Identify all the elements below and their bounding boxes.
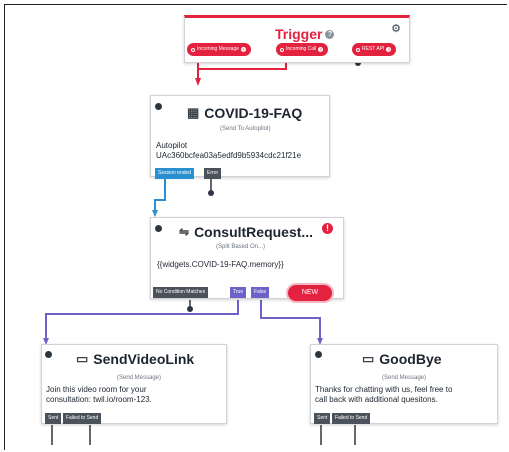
sendvideo-body: Join this video room for your consultati… xyxy=(46,385,152,405)
message-icon: ▭ xyxy=(362,351,375,366)
settings-icon[interactable]: ⚙ xyxy=(391,23,401,35)
input-port[interactable] xyxy=(155,225,162,232)
chip-false[interactable]: False xyxy=(251,287,270,298)
help-icon[interactable]: ? xyxy=(325,29,335,39)
goodbye-body-line: Thanks for chatting with us, feel free t… xyxy=(315,385,453,394)
goodbye-title-text: GoodBye xyxy=(379,351,442,367)
covid-title-text: COVID-19-FAQ xyxy=(204,105,303,121)
goodbye-title: ▭ GoodBye xyxy=(362,351,442,367)
input-port[interactable] xyxy=(155,103,162,110)
goodbye-subtitle: (Send Message) xyxy=(382,375,427,381)
input-port[interactable] xyxy=(315,351,322,358)
error-port[interactable] xyxy=(208,190,214,196)
covid-subtitle: (Send To Autopilot) xyxy=(220,126,271,132)
chip-failed-to-send[interactable]: Failed to Send xyxy=(332,413,371,424)
sendvideo-body-line: consultation: twil.io/room-123. xyxy=(46,395,152,404)
consult-subtitle: (Split Based On...) xyxy=(216,244,266,250)
goodbye-widget[interactable]: ▭ GoodBye (Send Message) Thanks for chat… xyxy=(310,344,498,424)
info-icon: ? xyxy=(386,47,392,52)
wire-arrow-trigger xyxy=(195,78,201,86)
pill-incoming-message[interactable]: Incoming Message ? xyxy=(187,43,251,56)
wire-session-ended xyxy=(154,177,166,210)
send-video-link-widget[interactable]: ▭ SendVideoLink (Send Message) Join this… xyxy=(41,344,227,424)
info-icon: ? xyxy=(318,47,324,52)
chip-failed-to-send[interactable]: Failed to Send xyxy=(63,413,102,424)
covid-body-line: UAc360bcfea03a5edfd9b5934cdc21f21e xyxy=(156,151,302,160)
covid-body-line: Autopilot xyxy=(156,141,188,150)
no-match-port[interactable] xyxy=(187,306,193,312)
goodbye-body-line: call back with additional quesitons. xyxy=(315,395,438,404)
sendvideo-subtitle: (Send Message) xyxy=(117,375,162,381)
sendvideo-title: ▭ SendVideoLink xyxy=(76,351,194,367)
new-button[interactable]: NEW xyxy=(288,285,332,301)
covid-faq-widget[interactable]: ▦ COVID-19-FAQ (Send To Autopilot) Autop… xyxy=(150,95,330,177)
pill-label: Incoming Message xyxy=(197,46,239,52)
chip-sent[interactable]: Sent xyxy=(314,413,331,424)
trigger-title: Trigger ? xyxy=(275,26,335,42)
chip-true[interactable]: True xyxy=(230,287,247,298)
pill-incoming-call[interactable]: Incoming Call ? xyxy=(276,43,329,56)
split-icon: ⇋ xyxy=(179,225,190,239)
canvas-frame xyxy=(4,4,507,450)
wire-false xyxy=(260,300,321,340)
message-icon: ▭ xyxy=(76,351,89,366)
info-icon: ? xyxy=(240,47,246,52)
consult-body: {{widgets.COVID-19-FAQ.memory}} xyxy=(157,260,284,269)
input-port[interactable] xyxy=(45,351,52,358)
autopilot-icon: ▦ xyxy=(187,105,200,120)
chip-error[interactable]: Error xyxy=(204,168,222,179)
sendvideo-title-text: SendVideoLink xyxy=(93,351,195,367)
pill-label: REST API xyxy=(362,46,385,52)
circle-icon xyxy=(280,47,284,52)
goodbye-body: Thanks for chatting with us, feel free t… xyxy=(315,385,452,405)
covid-title: ▦ COVID-19-FAQ xyxy=(187,105,302,121)
sendvideo-body-line: Join this video room for your xyxy=(46,385,147,394)
pill-rest-api[interactable]: REST API ? xyxy=(352,43,397,56)
pill-label: Incoming Call xyxy=(286,46,317,52)
consult-title: ⇋ ConsultRequest... xyxy=(179,224,313,240)
chip-no-condition-matches[interactable]: No Condition Matches xyxy=(153,287,209,298)
consult-title-text: ConsultRequest... xyxy=(194,224,314,240)
warning-icon[interactable]: ! xyxy=(322,223,333,234)
covid-body: Autopilot UAc360bcfea03a5edfd9b5934cdc21… xyxy=(156,141,301,161)
circle-icon xyxy=(191,47,195,52)
wire-true xyxy=(45,300,239,340)
chip-session-ended[interactable]: Session ended xyxy=(155,168,195,179)
circle-icon xyxy=(356,47,360,52)
chip-sent[interactable]: Sent xyxy=(45,413,62,424)
trigger-title-text: Trigger xyxy=(275,26,323,42)
